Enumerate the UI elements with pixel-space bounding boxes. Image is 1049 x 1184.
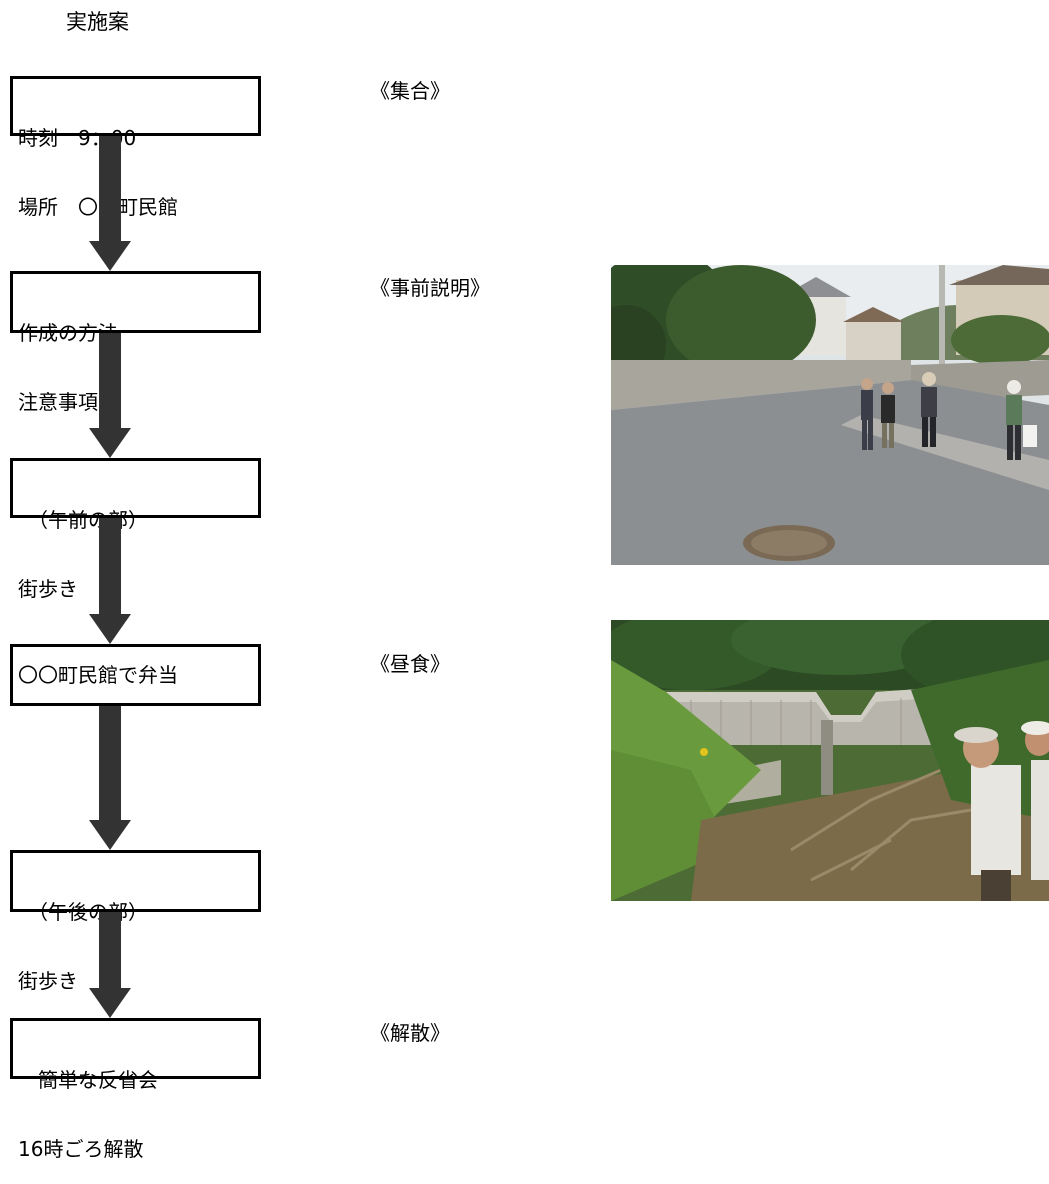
flow-arrow bbox=[89, 333, 131, 458]
step-line: 簡単な反省会 bbox=[18, 1068, 158, 1092]
flow-arrow bbox=[89, 912, 131, 1018]
flow-arrow bbox=[89, 136, 131, 271]
label-briefing: 《事前説明》 bbox=[370, 276, 490, 300]
label-gathering: 《集合》 bbox=[370, 79, 450, 103]
street-walk-photo bbox=[611, 265, 1049, 565]
step-line: （午後の部） bbox=[18, 900, 148, 924]
step-line: 注意事項 bbox=[18, 390, 98, 414]
step-box-lunch: 〇〇町民館で弁当 bbox=[10, 644, 261, 706]
flow-arrow bbox=[89, 706, 131, 850]
step-line: 街歩き bbox=[18, 577, 78, 601]
page-title: 実施案 bbox=[66, 10, 129, 34]
label-lunch: 《昼食》 bbox=[370, 652, 450, 676]
step-line: 街歩き bbox=[18, 969, 78, 993]
step-box-afternoon-walk: （午後の部） 街歩き bbox=[10, 850, 261, 993]
step-box-briefing: 作成の方法 注意事項 bbox=[10, 271, 261, 414]
step-line: 16時ごろ解散 bbox=[18, 1137, 144, 1161]
flow-arrow bbox=[89, 518, 131, 644]
step-box-morning-walk: （午前の部） 街歩き bbox=[10, 458, 261, 601]
label-dismissal: 《解散》 bbox=[370, 1021, 450, 1045]
step-line: 場所 〇〇町民館 bbox=[18, 195, 178, 219]
step-box-gathering: 時刻 9：00 場所 〇〇町民館 bbox=[10, 76, 261, 219]
step-box-dismissal: 簡単な反省会 16時ごろ解散 bbox=[10, 1018, 261, 1161]
step-line: 作成の方法 bbox=[18, 321, 118, 345]
step-line: 〇〇町民館で弁当 bbox=[18, 662, 178, 687]
step-line: 時刻 9：00 bbox=[18, 126, 137, 150]
check-dam-photo bbox=[611, 620, 1049, 901]
step-line: （午前の部） bbox=[18, 508, 148, 532]
